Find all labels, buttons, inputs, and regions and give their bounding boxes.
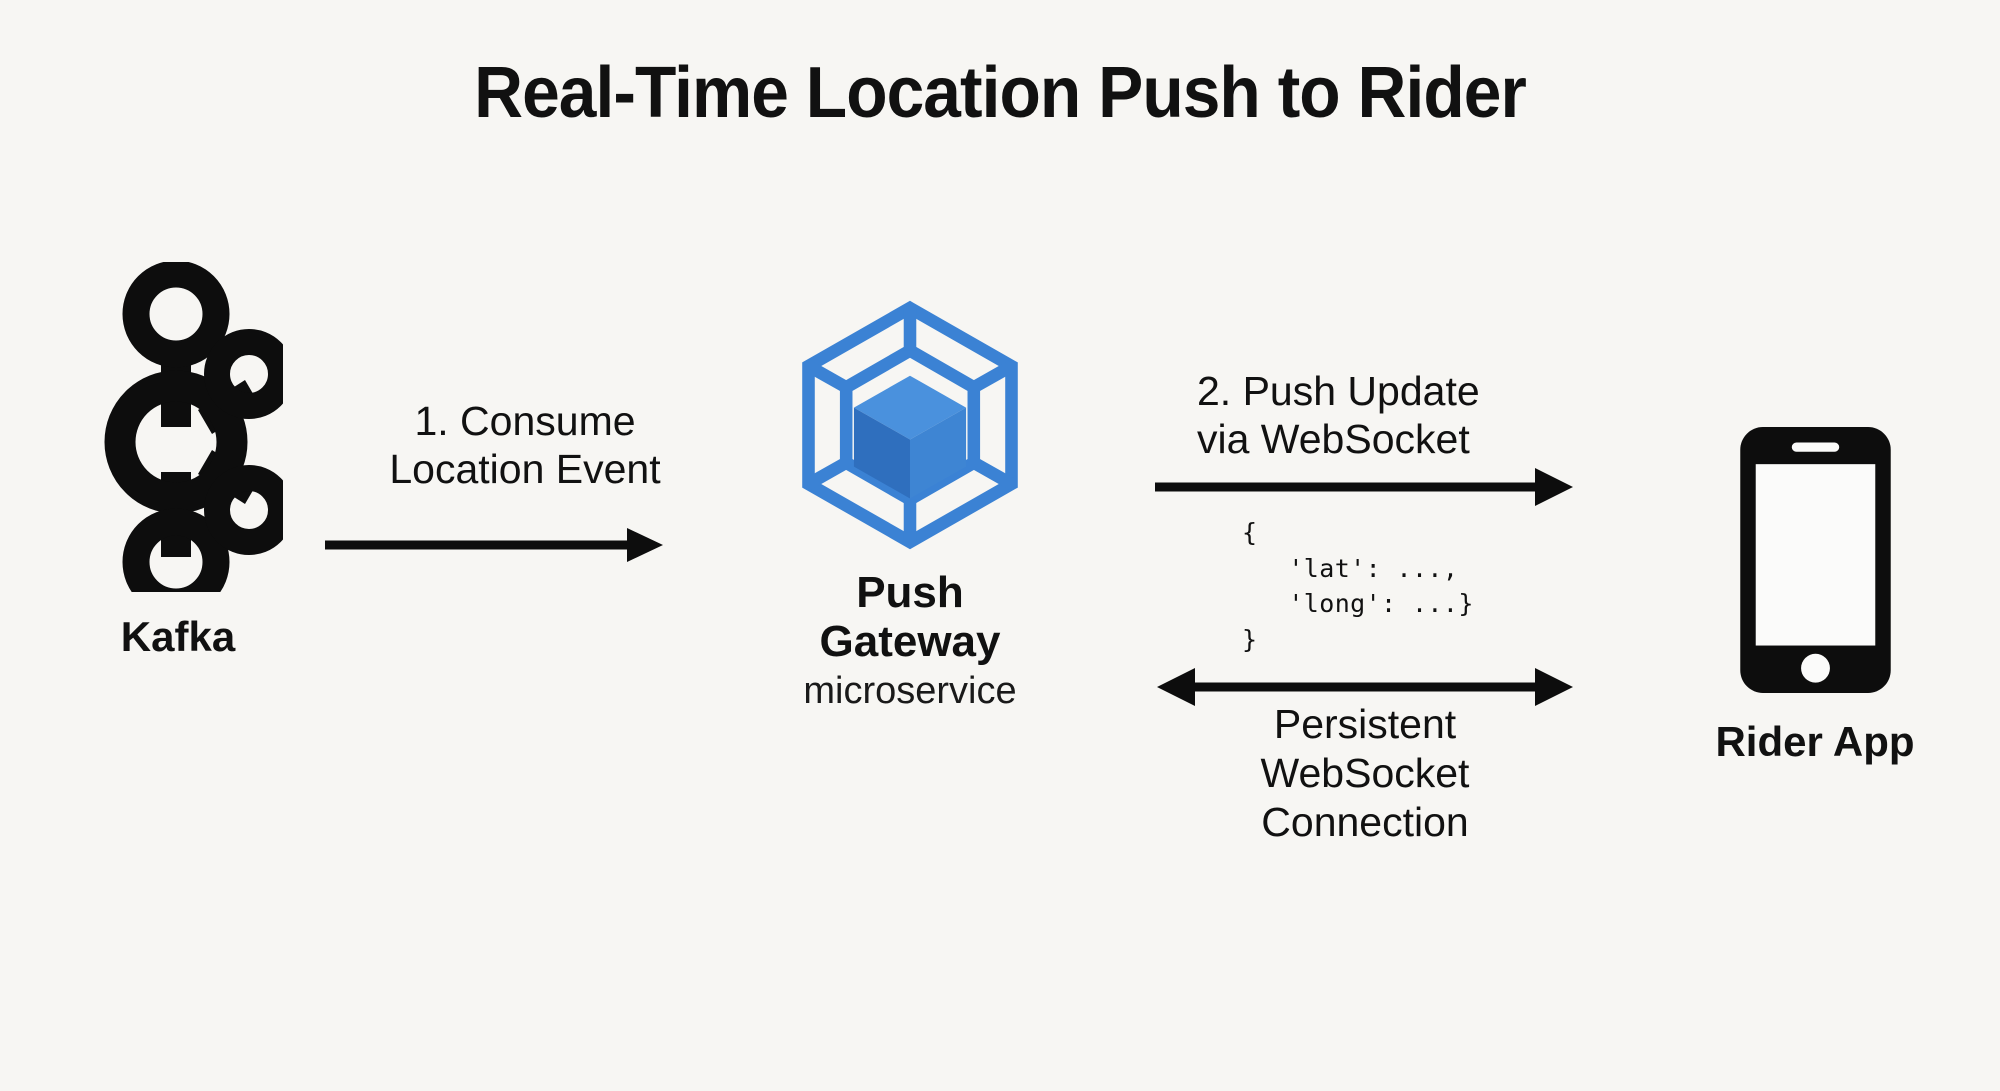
node-rider-app: Rider App — [1650, 425, 1980, 764]
cube-container-icon — [802, 300, 1018, 550]
node-push-gateway: Push Gateway microservice — [640, 300, 1180, 712]
mobile-phone-icon — [1739, 427, 1891, 693]
node-push-gateway-label: Push Gateway — [819, 568, 1001, 667]
arrow-gateway-to-rider-push — [1155, 468, 1573, 506]
edge-label-push-update-websocket: 2. Push Update via WebSocket — [1197, 368, 1480, 462]
node-kafka-label: Kafka — [120, 613, 236, 660]
edge-label-consume-location-event: 1. Consume Location Event — [389, 398, 661, 492]
edge-label-persistent-websocket-connection: Persistent WebSocket Connection — [1260, 701, 1470, 846]
websocket-payload-code: { 'lat': ..., 'long': ...} } — [1242, 518, 1474, 654]
node-kafka: Kafka — [18, 262, 338, 659]
page-title: Real-Time Location Push to Rider — [474, 53, 1527, 133]
arrow-persistent-websocket-bidirectional — [1157, 668, 1573, 706]
arrow-kafka-to-gateway — [325, 528, 663, 562]
kafka-logo-icon — [104, 262, 283, 592]
node-push-gateway-sublabel: microservice — [803, 669, 1017, 712]
node-rider-app-label: Rider App — [1715, 718, 1915, 765]
